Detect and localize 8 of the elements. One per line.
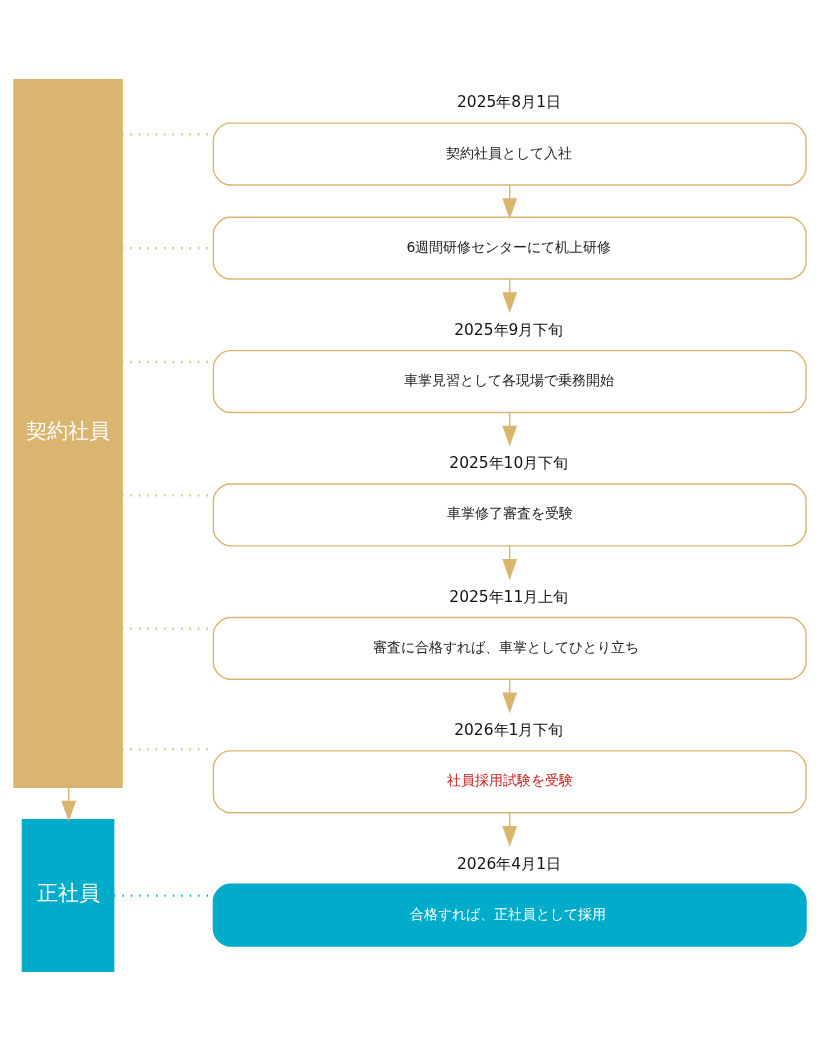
node-label: 2026年4月1日 <box>457 854 561 873</box>
node-label: 2025年8月1日 <box>457 92 561 111</box>
node-box: 契約社員 <box>13 78 123 788</box>
node-label: 2026年1月下旬 <box>454 720 564 739</box>
node-label: 2025年10月下旬 <box>449 453 569 472</box>
node-label: 2025年9月下旬 <box>454 320 564 339</box>
node-box: 正社員 <box>21 818 115 972</box>
node-label: 2025年11月上旬 <box>449 587 569 606</box>
